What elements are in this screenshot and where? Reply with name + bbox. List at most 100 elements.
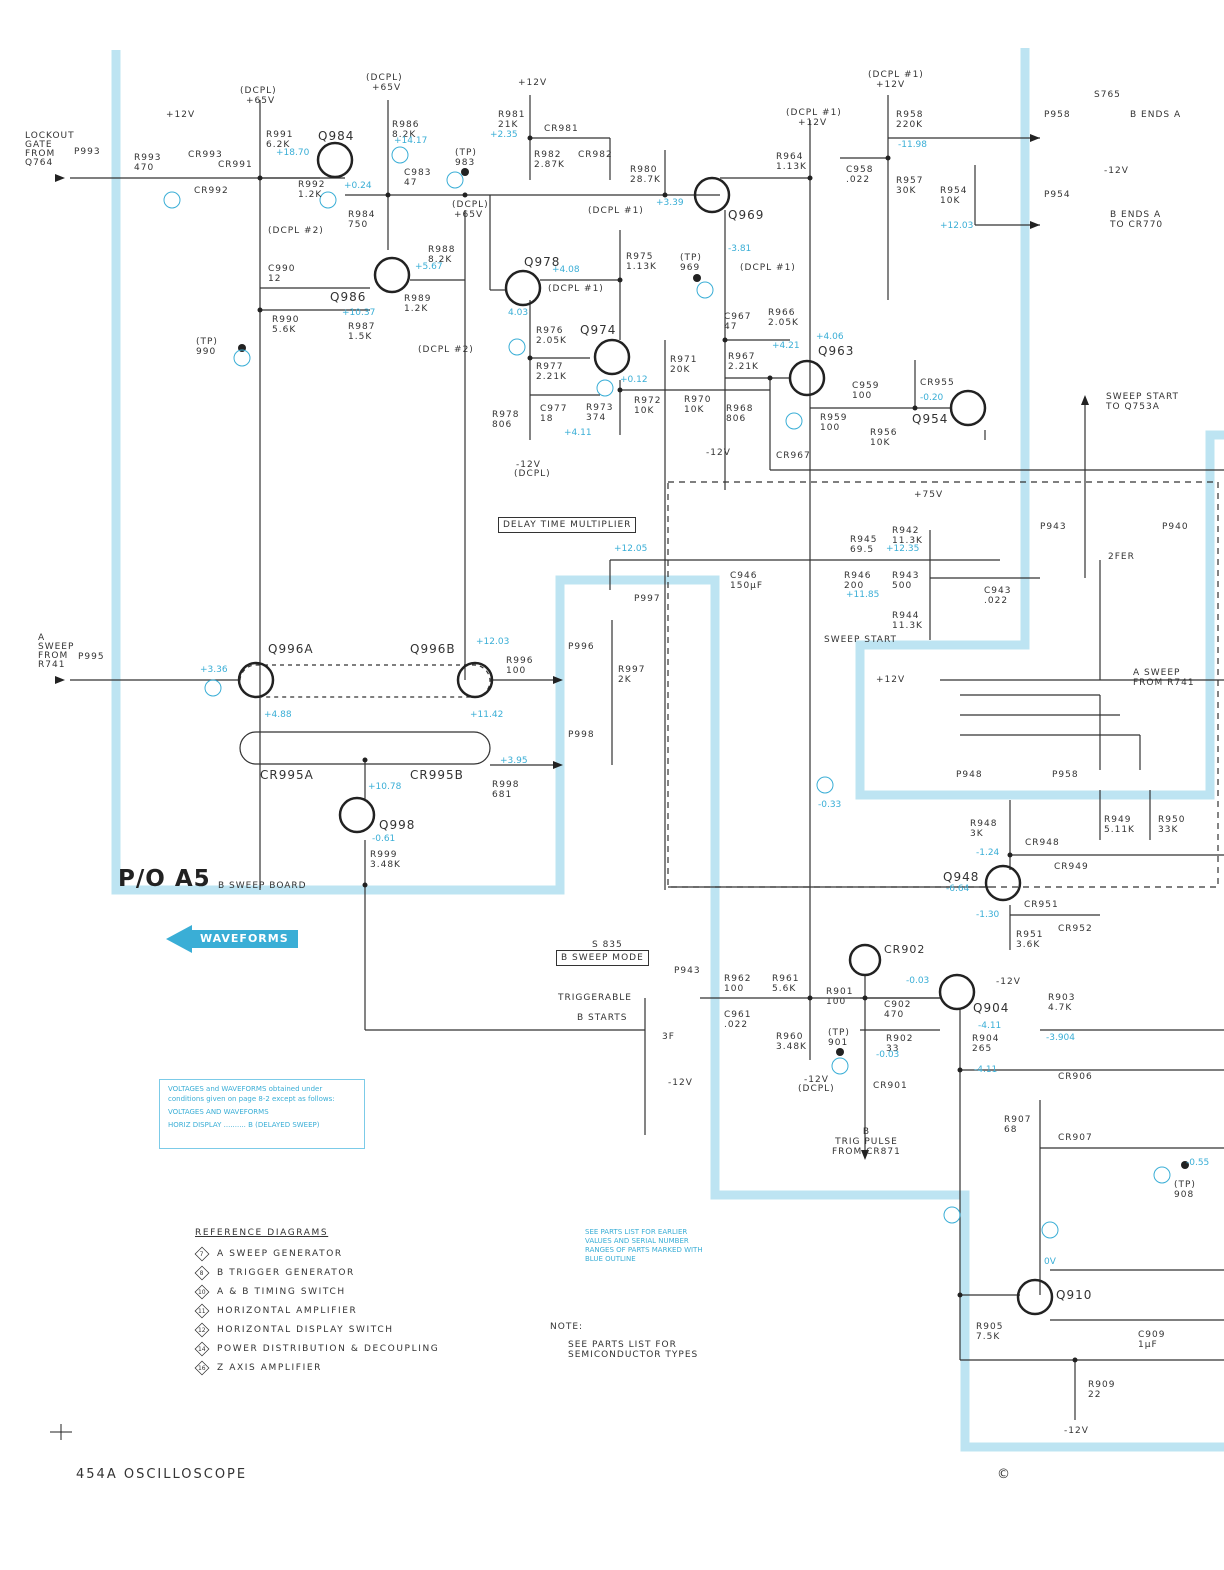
cr951-label: CR951 [1024, 900, 1059, 910]
q963-label: Q963 [818, 344, 855, 358]
waveforms-arrow [166, 925, 298, 953]
q996b-label: Q996B [410, 642, 456, 656]
copyright-mark: © [997, 1467, 1011, 1482]
voltage-2: +14.17 [394, 136, 428, 146]
sweep-start-pot-label: SWEEP START [824, 635, 898, 645]
q998-label: Q998 [379, 818, 416, 832]
q984-label: Q984 [318, 129, 355, 143]
cr991-label: CR991 [218, 160, 253, 170]
voltage-31: -1.30 [976, 910, 1000, 920]
tp908-label: (TP) 908 [1174, 1180, 1196, 1200]
voltage-36: -4.11 [974, 1065, 998, 1075]
note-title: NOTE: [550, 1322, 584, 1332]
q904-label: Q904 [973, 1001, 1010, 1015]
transistor-symbols [237, 141, 1054, 1316]
supply-12v-neg-1: -12V [516, 460, 541, 470]
supply-dcpl-5: (DCPL) [798, 1084, 835, 1094]
voltage-37: -0.55 [1186, 1158, 1210, 1168]
supply-75v: +75V [914, 490, 944, 500]
voltage-27: -0.61 [372, 834, 396, 844]
voltage-25: +3.95 [500, 756, 528, 766]
voltage-10: 4.03 [508, 308, 529, 318]
supply-12v-neg-2: -12V [706, 448, 731, 458]
voltage-1: +18.70 [276, 148, 310, 158]
voltage-32: -0.03 [906, 976, 930, 986]
s765-label: S765 [1094, 90, 1121, 100]
supply-dcpl2-1: (DCPL #2) [268, 226, 324, 236]
supply-dcpl1-3: (DCPL #1) [588, 206, 644, 216]
delay-time-multiplier-box: DELAY TIME MULTIPLIER [498, 517, 637, 533]
cr993-label: CR993 [188, 150, 223, 160]
supply-12v-1: +12V [166, 110, 196, 120]
board-outline [111, 48, 1224, 1452]
c958-label: C958.022 [846, 165, 874, 185]
voltage-18: +12.35 [886, 544, 920, 554]
supply-65v-3: +65V [454, 210, 484, 220]
p948-label: P948 [956, 770, 983, 780]
waveforms-link[interactable]: WAVEFORMS [166, 925, 298, 953]
p993-label: P993 [74, 147, 101, 157]
supply-dcpl-1: (DCPL) [240, 86, 277, 96]
p995-label: P995 [78, 652, 105, 662]
p998-label: P998 [568, 730, 595, 740]
reference-title: REFERENCE DIAGRAMS [195, 1228, 329, 1238]
voltage-17: +12.03 [940, 221, 974, 231]
voltage-15: -0.20 [920, 393, 944, 403]
voltage-11: +0.12 [620, 375, 648, 385]
cr906-label: CR906 [1058, 1072, 1093, 1082]
waveforms-label: WAVEFORMS [200, 932, 289, 945]
cr981-label: CR981 [544, 124, 579, 134]
cr952-label: CR952 [1058, 924, 1093, 934]
p996-label: P996 [568, 642, 595, 652]
b-starts-label: B STARTS [577, 1013, 628, 1023]
voltage-19: +11.85 [846, 590, 880, 600]
p954-label: P954 [1044, 190, 1071, 200]
q978-label: Q978 [524, 255, 561, 269]
supply-65v-2: +65V [372, 83, 402, 93]
q996a-label: Q996A [268, 642, 314, 656]
cr901-label: CR901 [873, 1081, 908, 1091]
junction-dots [238, 135, 1189, 1363]
voltage-28: -0.33 [818, 800, 842, 810]
tp983-label: (TP) 983 [455, 148, 477, 168]
voltage-12: +4.11 [564, 428, 592, 438]
board-name: B SWEEP BOARD [218, 881, 307, 891]
b-sweep-mode-box: B SWEEP MODE [556, 950, 649, 966]
voltage-20: +12.05 [614, 544, 648, 554]
parts-list-blue-note: SEE PARTS LIST FOR EARLIER VALUES AND SE… [585, 1228, 703, 1263]
